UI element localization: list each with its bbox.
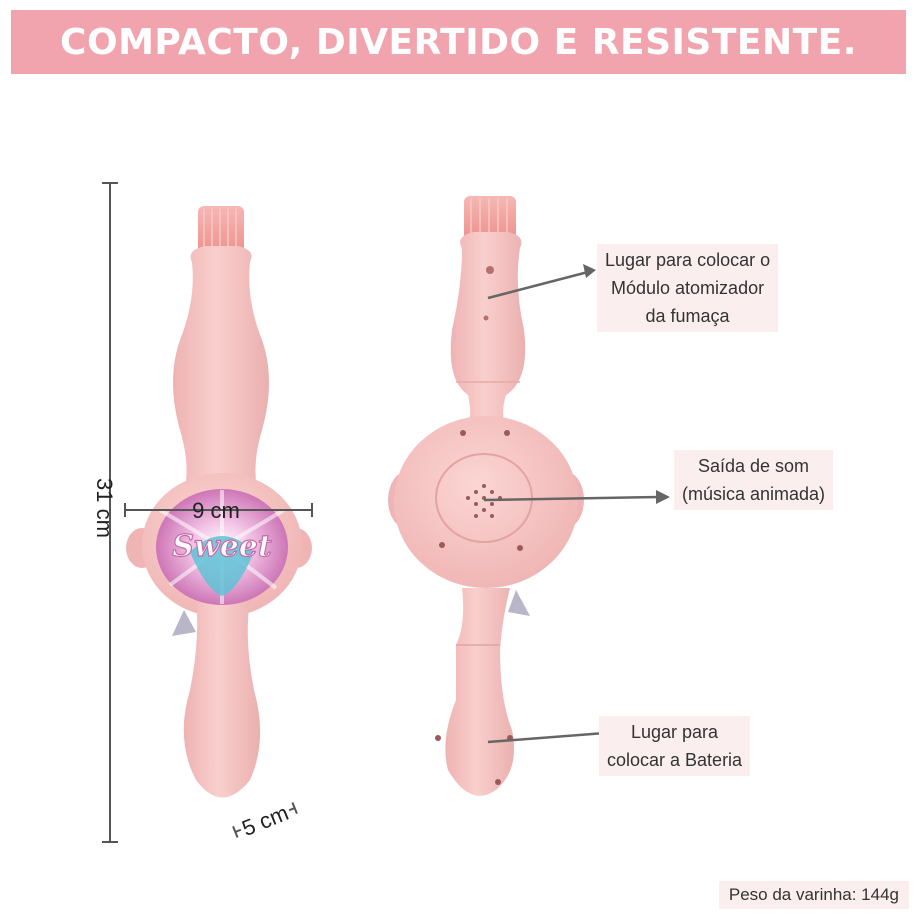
- module-callout: Lugar para colocar o Módulo atomizador d…: [597, 244, 779, 332]
- weight-label: Peso da varinha: 144g: [718, 881, 909, 909]
- module-compartment: [450, 232, 526, 440]
- bristle-tip-back: [464, 196, 516, 242]
- bristle-tip-front: [198, 206, 244, 256]
- height-dimension: 31 cm: [92, 182, 118, 843]
- width-label: 9 cm: [192, 498, 240, 523]
- module-callout-line-2: Módulo atomizador: [611, 278, 765, 298]
- height-label: 31 cm: [92, 478, 117, 538]
- width-dimension: 9 cm: [124, 498, 313, 523]
- badge-text: Sweet: [172, 529, 272, 564]
- battery-callout-line-2: colocar a Bateria: [607, 750, 743, 770]
- module-callout-line-3: da fumaça: [645, 306, 730, 326]
- page-title: COMPACTO, DIVERTIDO E RESISTENTE.: [60, 21, 857, 63]
- depth-dimension: 5 cm: [232, 800, 298, 841]
- speaker-callout: Saída de som (música animada): [674, 450, 834, 510]
- depth-label: 5 cm: [238, 800, 292, 841]
- battery-callout-line-1: Lugar para: [631, 722, 719, 742]
- speaker-callout-line-1: Saída de som: [697, 456, 810, 476]
- title-banner: COMPACTO, DIVERTIDO E RESISTENTE.: [11, 10, 906, 74]
- speaker-callout-line-2: (música animada): [682, 484, 826, 504]
- battery-callout: Lugar para colocar a Bateria: [599, 716, 751, 776]
- battery-compartment: [445, 588, 514, 796]
- module-callout-line-1: Lugar para colocar o: [605, 250, 771, 270]
- wand-back: [388, 196, 584, 796]
